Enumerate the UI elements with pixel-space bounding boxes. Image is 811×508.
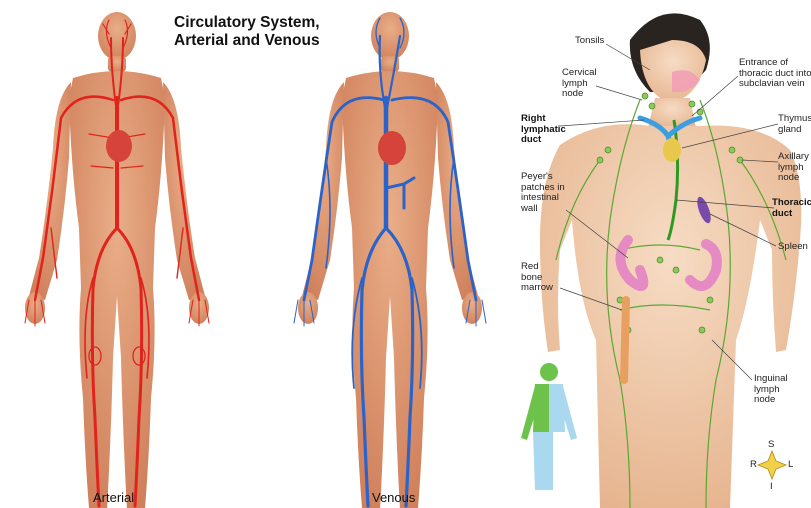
label-line: wall [521,204,565,215]
compass-rose [758,451,786,479]
label-line: subclavian vein [739,79,811,90]
compass-l-label: L [788,460,793,471]
label-thoracic-duct: Thoracic duct [772,198,811,219]
title-line-2: Arterial and Venous [174,32,320,50]
label-axillary-lymph-node: Axillary lymph node [778,152,811,184]
label-entrance-thoracic-duct: Entrance of thoracic duct into subclavia… [739,58,811,90]
heart-shape [378,131,406,165]
title-line-1: Circulatory System, [174,14,320,32]
label-line: Entrance of [739,58,811,69]
venous-figure [294,12,486,508]
label-tonsils: Tonsils [575,36,604,47]
label-line: intestinal [521,193,565,204]
label-line: duct [772,209,811,220]
label-peyers-patches: Peyer's patches in intestinal wall [521,172,565,214]
venous-caption: Venous [372,490,415,505]
compass-i-label: I [770,482,773,493]
label-line: Thymus [778,114,811,125]
compass-r-label: R [750,460,757,471]
arterial-figure [25,12,209,508]
label-line: Peyer's [521,172,565,183]
label-line: marrow [521,283,553,294]
inset-figure [521,363,577,490]
heart-shape [106,130,132,162]
label-line: duct [521,135,566,146]
label-line: node [754,395,788,406]
thymus-shape [663,138,681,162]
arterial-caption: Arterial [93,490,134,505]
label-line: Inguinal [754,374,788,385]
label-thymus-gland: Thymus gland [778,114,811,135]
label-line: Red [521,262,553,273]
label-line: node [562,89,597,100]
label-right-lymphatic-duct: Right lymphatic duct [521,114,566,146]
label-line: Right [521,114,566,125]
bone-marrow-shape [624,300,626,380]
page-title: Circulatory System, Arterial and Venous [174,14,320,50]
label-cervical-lymph-node: Cervical lymph node [562,68,597,100]
label-spleen: Spleen [778,242,811,253]
label-line: Cervical [562,68,597,79]
label-red-bone-marrow: Red bone marrow [521,262,553,294]
label-line: node [778,173,811,184]
compass-s-label: S [768,440,774,451]
label-inguinal-lymph-node: Inguinal lymph node [754,374,788,406]
label-line: gland [778,125,811,136]
label-line: Thoracic [772,198,811,209]
label-line: Axillary [778,152,811,163]
